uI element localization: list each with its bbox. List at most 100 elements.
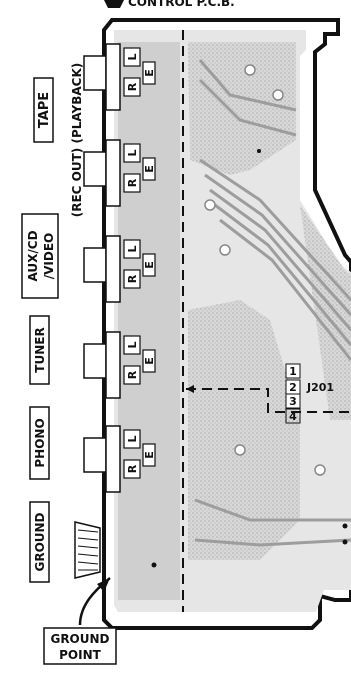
ground-point-callout: GROUND POINT: [43, 577, 117, 665]
jack-socket: [83, 343, 107, 379]
jack-pin-earth: E: [143, 261, 156, 269]
ground-point-line1: GROUND: [50, 632, 109, 646]
label-phono-text: PHONO: [33, 418, 47, 467]
trace-1: [199, 158, 351, 302]
trace-2: [204, 173, 351, 316]
jack-pin-box: [123, 173, 141, 193]
via-dot: [257, 149, 261, 153]
jack-pin-box: [123, 365, 141, 385]
pin-box: [286, 380, 300, 394]
label-tape-text: TAPE: [37, 92, 52, 128]
jack-pin-right: R: [126, 370, 139, 379]
jack-pin-left: L: [126, 341, 139, 348]
jack-pin-earth: E: [143, 69, 156, 77]
arrow-head: [186, 385, 194, 393]
board: [102, 18, 351, 630]
jack-pin-box: [123, 239, 141, 259]
label-aux-line1: AUX/CD: [26, 230, 40, 281]
connector-j201: 1 2 3 4 J201: [285, 363, 334, 424]
pads: [204, 64, 326, 476]
jack-body: [105, 235, 121, 303]
right-dot: [342, 539, 348, 545]
dashed-lines: [182, 30, 351, 612]
label-ground-text: GROUND: [33, 512, 47, 571]
jack-pin-box: [123, 459, 141, 479]
jack-socket: [83, 55, 107, 91]
header-letter-box: [104, 0, 124, 8]
jack-pin-left: L: [126, 149, 139, 156]
jack-pin-box: [142, 253, 156, 277]
ground-terminal: [74, 521, 101, 579]
ground-point-arrow: [97, 578, 110, 592]
jack-pin-box: [142, 349, 156, 373]
pad: [204, 199, 216, 211]
traces: [194, 59, 351, 547]
jack-body: [105, 425, 121, 493]
jack-pin-box: [123, 335, 141, 355]
copper-pour-bottom: [188, 300, 300, 560]
jack-pin-left: L: [126, 435, 139, 442]
copper-pour-left: [118, 42, 180, 600]
ground-point-line2: POINT: [59, 648, 102, 662]
pin-box: [285, 379, 301, 409]
jack-socket: [83, 247, 107, 283]
jack-pin-right: R: [126, 82, 139, 91]
jack-pin-box: [123, 143, 141, 163]
jack-pin-earth: E: [143, 451, 156, 459]
label-aux: AUX/CD /VIDEO: [21, 213, 59, 299]
ground-dot: [151, 562, 157, 568]
dashed-route: [186, 388, 351, 413]
connector-ref: J201: [306, 381, 334, 394]
header-letter: A: [111, 0, 118, 9]
connector-pin-1: 1: [289, 365, 297, 378]
header: A CONTROL P.C.B.: [104, 0, 235, 9]
jack-labels: TAPE (REC OUT) (PLAYBACK) AUX/CD /VIDEO …: [21, 63, 84, 583]
jack-body: [105, 331, 121, 399]
jack-pin-box: [142, 157, 156, 181]
jack-pin-earth: E: [143, 165, 156, 173]
right-dot: [342, 523, 348, 529]
label-tape-side-text: (REC OUT) (PLAYBACK): [70, 63, 84, 217]
jack-body: [105, 139, 121, 207]
pin-box: [285, 408, 301, 424]
label-phono: PHONO: [29, 406, 50, 480]
label-tuner: TUNER: [29, 315, 50, 385]
jack-pin-box: [142, 443, 156, 467]
label-tape-side: (REC OUT) (PLAYBACK): [70, 63, 84, 217]
pad: [314, 464, 326, 476]
connector-pin-4: 4: [289, 410, 297, 423]
trace-4: [214, 203, 351, 346]
label-aux-line2: /VIDEO: [42, 233, 56, 280]
trace-3: [209, 188, 351, 331]
jack-pin-box: [123, 429, 141, 449]
label-tuner-text: TUNER: [33, 327, 47, 372]
jack-socket: [83, 151, 107, 187]
label-ground: GROUND: [29, 501, 50, 583]
label-tape: TAPE: [33, 77, 54, 143]
trace-6: [198, 59, 297, 112]
ground-lug-ridges: [77, 529, 99, 571]
connector-pin-2: 2: [289, 381, 297, 394]
jack-pin-right: R: [126, 178, 139, 187]
jack-pin-earth: E: [143, 357, 156, 365]
connector-pin-3: 3: [289, 395, 297, 408]
pad: [219, 244, 231, 256]
header-title: CONTROL P.C.B.: [128, 0, 235, 9]
jack-body: [105, 43, 121, 111]
jack-pin-box: [123, 47, 141, 67]
trace-8: [194, 498, 351, 522]
trace-7: [198, 78, 297, 137]
jack-pin-right: R: [126, 274, 139, 283]
jack-pin-box: [123, 269, 141, 289]
trace-5: [219, 218, 351, 361]
jack-pin-box: [123, 77, 141, 97]
ground-point-box: [43, 627, 117, 665]
pad: [234, 444, 246, 456]
jack-pin-left: L: [126, 245, 139, 252]
pin-box: [285, 363, 301, 379]
pad: [244, 64, 256, 76]
trace-9: [194, 538, 351, 547]
pad: [272, 89, 284, 101]
jack-pin-left: L: [126, 53, 139, 60]
